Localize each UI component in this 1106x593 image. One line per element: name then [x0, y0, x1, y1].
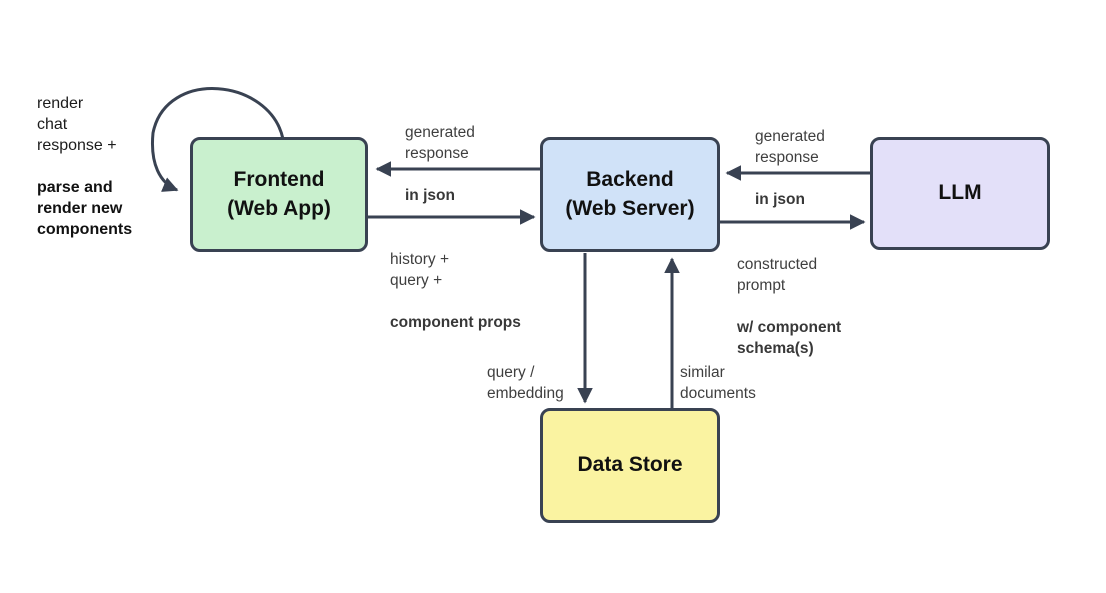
label-llm-to-backend-bold: in json: [755, 191, 805, 208]
label-backend-to-datastore: query / embedding: [487, 341, 564, 425]
label-frontend-to-backend-regular: history + query +: [390, 251, 450, 289]
edge-frontend-self-loop: [150, 87, 285, 192]
node-backend: Backend (Web Server): [540, 137, 720, 252]
label-llm-to-backend-regular: generated response: [755, 128, 825, 166]
label-frontend-to-backend-bold: component props: [390, 314, 521, 331]
label-llm-to-backend: generated response in json: [755, 105, 825, 231]
label-backend-to-frontend-regular: generated response: [405, 124, 475, 162]
label-backend-to-datastore-regular: query / embedding: [487, 364, 564, 402]
label-backend-to-llm-bold: w/ component schema(s): [737, 319, 842, 357]
label-frontend-self-loop: render chat response + parse and render …: [37, 72, 132, 261]
label-backend-to-llm: constructed prompt w/ component schema(s…: [737, 233, 841, 380]
label-backend-to-llm-regular: constructed prompt: [737, 256, 818, 294]
label-frontend-self-loop-regular: render chat response +: [37, 95, 117, 154]
node-frontend: Frontend (Web App): [190, 137, 368, 252]
label-datastore-to-backend: similar documents: [680, 341, 756, 425]
label-datastore-to-backend-regular: similar documents: [680, 364, 756, 402]
label-frontend-self-loop-bold: parse and render new components: [37, 179, 133, 238]
label-backend-to-frontend: generated response in json: [405, 101, 475, 227]
node-datastore: Data Store: [540, 408, 720, 523]
node-llm: LLM: [870, 137, 1050, 250]
label-backend-to-frontend-bold: in json: [405, 187, 455, 204]
label-frontend-to-backend: history + query + component props: [390, 228, 521, 354]
